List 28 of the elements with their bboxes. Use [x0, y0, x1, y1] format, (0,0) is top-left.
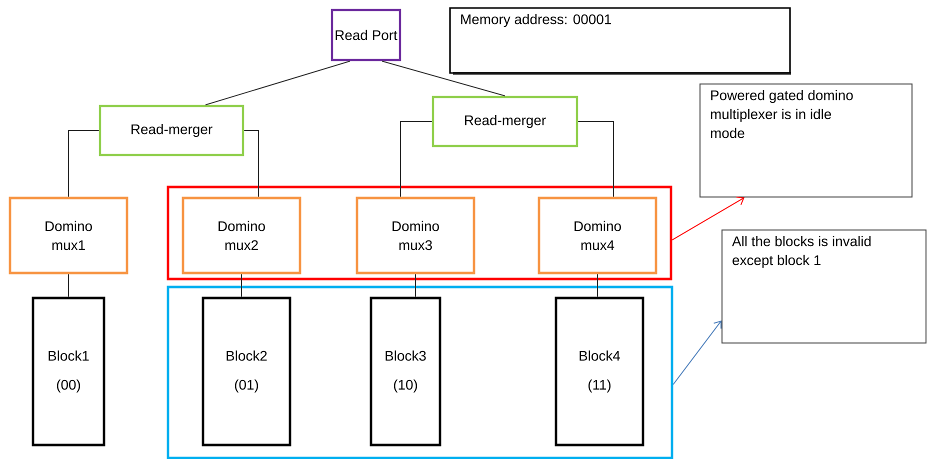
- connector-line: [68, 130, 100, 198]
- group-box: [166, 186, 672, 280]
- connector-line: [244, 130, 259, 198]
- connector-line: [578, 121, 614, 198]
- connector-line: [205, 60, 350, 106]
- memory-block: Block4 (11): [554, 296, 644, 446]
- connector-line: [400, 121, 432, 198]
- group-box: [166, 286, 674, 459]
- address-box: Memory address: 00001: [449, 7, 791, 74]
- port-box: Read Port: [330, 8, 402, 62]
- connector-line: [241, 274, 242, 298]
- merger-box: Read-merger: [432, 96, 578, 148]
- arrow: [672, 320, 722, 385]
- note-box: All the blocks is invalid except block 1: [722, 230, 926, 344]
- mux-box: Domino mux4: [538, 196, 658, 274]
- mux-box: Domino mux3: [356, 196, 476, 274]
- memory-block: Block1 (00): [32, 296, 106, 446]
- connector-line: [415, 274, 416, 298]
- memory-block: Block3 (10): [370, 296, 442, 446]
- connector-line: [68, 274, 69, 298]
- memory-block: Block2 (01): [202, 296, 292, 446]
- note-box: Powered gated domino multiplexer is in idle mode: [700, 84, 912, 198]
- arrow: [672, 196, 744, 240]
- mux-box: Domino mux2: [182, 196, 302, 274]
- connector-line: [382, 60, 506, 96]
- connector-line: [597, 274, 598, 298]
- merger-box: Read-merger: [98, 104, 244, 156]
- mux-box: Domino mux1: [8, 196, 128, 274]
